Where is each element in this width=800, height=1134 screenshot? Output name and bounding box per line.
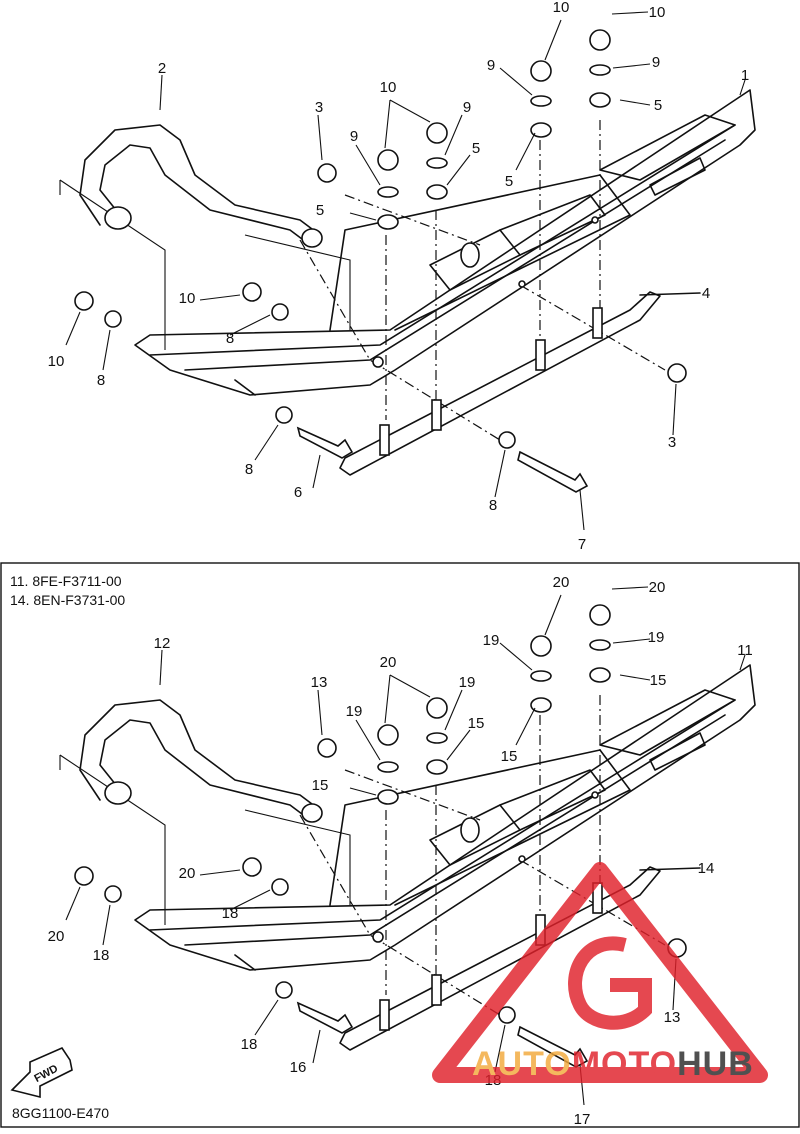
upper-callouts: 1 2 3 3 4 5 5 5 5 6 7 8 8 8 8 9 9 9 9 10 10 10 10 10 [48,0,750,553]
lower-callout-5: 15 [650,672,667,689]
drawing-code: 8GG1100-E470 [12,1105,109,1121]
upper-callout-11: 8 [226,330,234,347]
lower-callout-11: 18 [222,905,239,922]
upper-callout-5: 5 [654,97,662,114]
variant-part-number-1: 11. 8FE-F3711-00 [10,573,122,589]
lower-callout-10: 17 [574,1111,591,1128]
upper-callout-20: 10 [179,290,196,307]
upper-callout-4: 4 [702,285,710,302]
variant-frame [0,562,800,1128]
upper-callout-14: 8 [489,497,497,514]
lower-callouts: 1112131314151515151617181818181919191920… [48,574,753,1128]
lower-callout-21: 20 [48,928,65,945]
upper-callout-8: 5 [505,173,513,190]
upper-ski-illustration [59,11,756,531]
upper-callout-7: 5 [472,140,480,157]
watermark-auto: AUTO [472,1045,572,1083]
upper-callout-17: 9 [350,128,358,145]
upper-callout-10: 7 [578,536,586,553]
lower-callout-9: 16 [290,1059,307,1076]
lower-callout-0: 11 [737,642,753,659]
lower-callout-2: 13 [311,674,328,691]
lower-callout-20: 20 [179,865,196,882]
upper-callout-2: 3 [315,99,323,116]
upper-callout-16: 9 [487,57,495,74]
automotohub-watermark-logo: AUTOMOTOHUB [432,862,768,1083]
upper-callout-9: 6 [294,484,302,501]
upper-callout-6: 5 [316,202,324,219]
lower-callout-15: 19 [648,629,665,646]
upper-callout-3: 3 [668,434,676,451]
watermark-moto: MOTO [572,1045,677,1083]
lower-callout-16: 19 [483,632,500,649]
upper-callout-15: 9 [652,54,660,71]
lower-callout-17: 19 [346,703,363,720]
upper-callout-22: 10 [553,0,570,16]
lower-callout-7: 15 [468,715,485,732]
upper-callout-23: 10 [649,4,666,21]
lower-callout-1: 12 [154,635,171,652]
lower-callout-22: 20 [553,574,570,591]
variant-part-number-2: 14. 8EN-F3731-00 [10,592,125,608]
upper-callout-19: 10 [380,79,397,96]
lower-callout-19: 20 [380,654,397,671]
svg-text:AUTOMOTOHUB: AUTOMOTOHUB [472,1045,754,1083]
upper-callout-0: 1 [741,67,749,84]
fwd-arrow-icon: FWD [10,1046,73,1099]
upper-callout-1: 2 [158,60,166,77]
lower-callout-13: 18 [241,1036,258,1053]
lower-callout-3: 13 [664,1009,681,1026]
watermark-hub: HUB [677,1045,754,1083]
lower-callout-18: 19 [459,674,476,691]
lower-callout-6: 15 [312,777,329,794]
lower-callout-12: 18 [93,947,110,964]
upper-callout-13: 8 [245,461,253,478]
lower-callout-8: 15 [501,748,518,765]
lower-callout-4: 14 [698,860,715,877]
upper-callout-21: 10 [48,353,65,370]
lower-ski-illustration [59,586,756,1106]
upper-callout-18: 9 [463,99,471,116]
lower-callout-23: 20 [649,579,666,596]
upper-callout-12: 8 [97,372,105,389]
